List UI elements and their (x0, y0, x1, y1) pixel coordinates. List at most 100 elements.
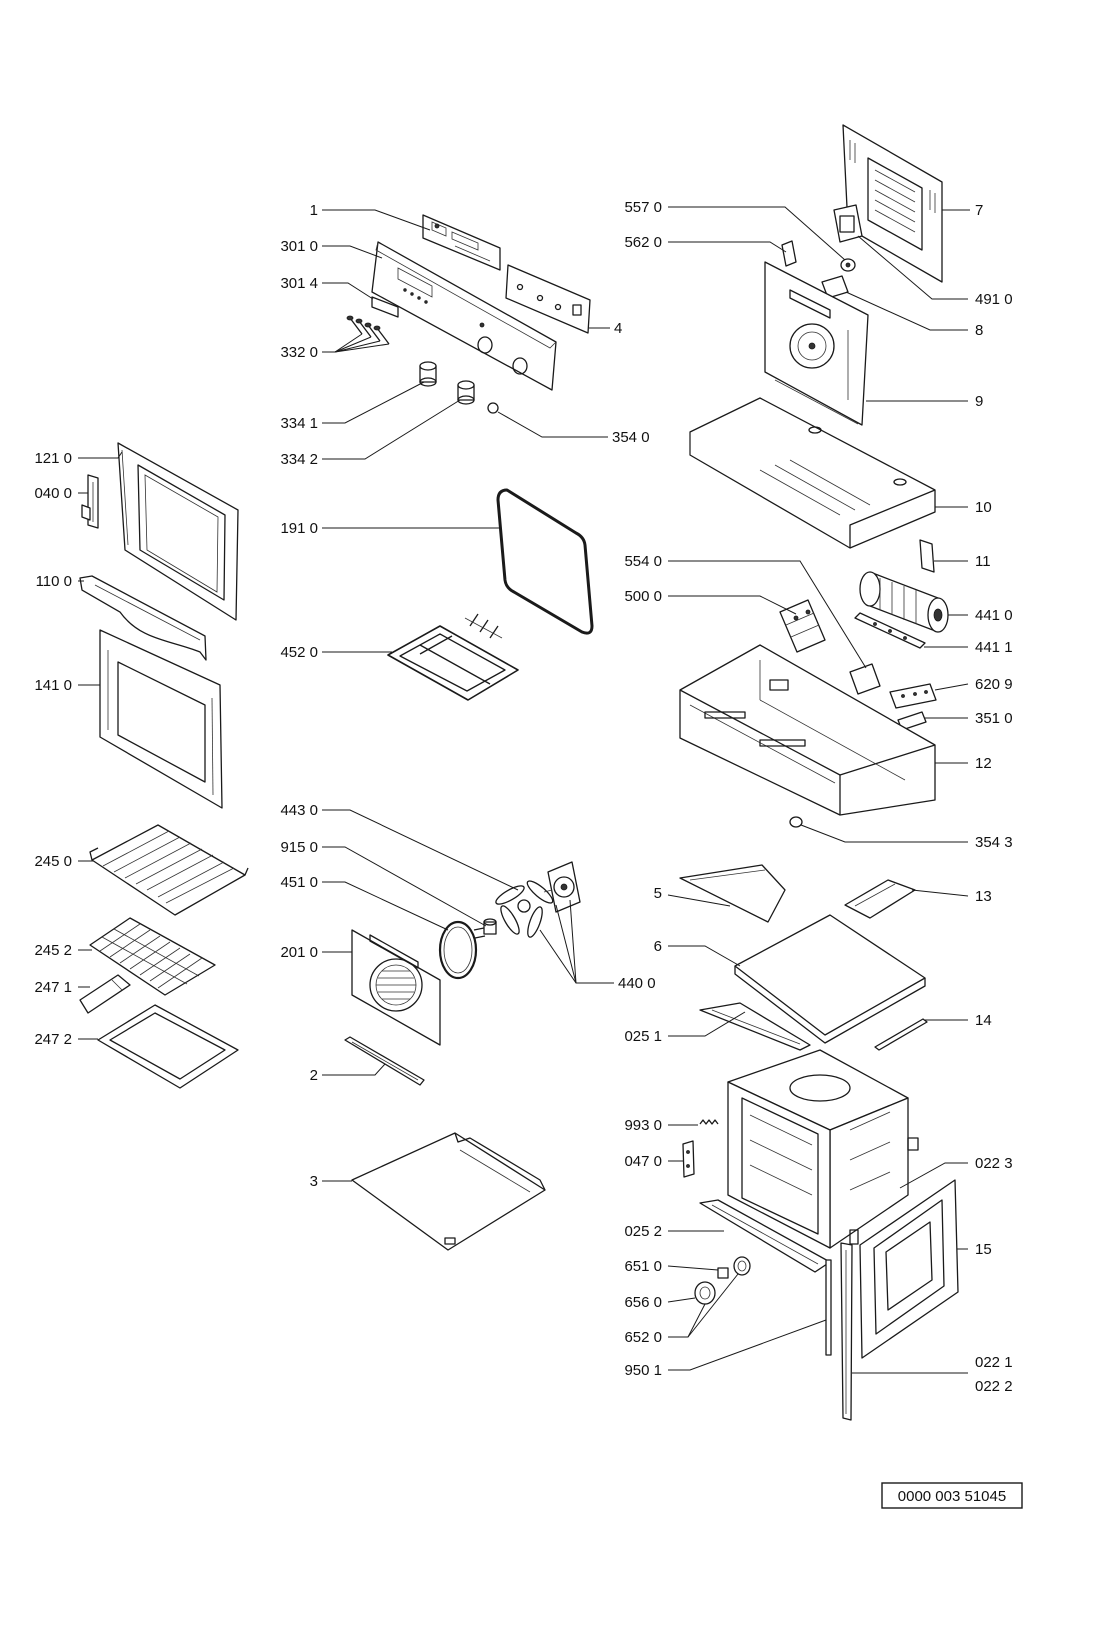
leader-554-0 (668, 560, 867, 669)
callout-950-1: 950 1 (624, 1362, 662, 1379)
callout-557-0: 557 0 (624, 199, 662, 216)
part-9-fan-wall (764, 261, 869, 426)
part-12-base-chassis (679, 644, 936, 816)
leader-651-0 (667, 1265, 719, 1271)
callout-554-0: 554 0 (624, 553, 662, 570)
callout-8: 8 (975, 322, 983, 339)
leader-557-0 (668, 206, 846, 261)
part-332-0-screws (346, 315, 390, 345)
leader-354-0 (497, 411, 608, 438)
callout-491-0: 491 0 (975, 291, 1013, 308)
callout-022-1: 022 1 (975, 1354, 1013, 1371)
callout-022-2: 022 2 (975, 1378, 1013, 1395)
part-2-strip (344, 1036, 425, 1086)
part-5-side-bracket (679, 864, 786, 923)
leader-500-0 (668, 595, 797, 615)
leader-2 (322, 1063, 386, 1076)
callout-245-2: 245 2 (34, 942, 72, 959)
leader-lines (78, 206, 970, 1374)
leader-121-0 (78, 451, 123, 459)
callout-245-0: 245 0 (34, 853, 72, 870)
callout-247-1: 247 1 (34, 979, 72, 996)
part-1-control-board (422, 214, 501, 271)
part-201-0-fan-cover (351, 929, 441, 1046)
leader-8 (845, 291, 968, 331)
part-4-panel-bracket (505, 264, 591, 334)
callout-500-0: 500 0 (624, 588, 662, 605)
part-11-clip (919, 539, 935, 573)
leader-6 (668, 945, 741, 967)
callout-4: 4 (614, 320, 622, 337)
part-554-0-relay (849, 663, 881, 695)
callout-247-2: 247 2 (34, 1031, 72, 1048)
part-13-strip (844, 879, 916, 919)
part-245-2-grill-rack (89, 917, 216, 996)
callout-620-9: 620 9 (975, 676, 1013, 693)
callout-1: 1 (310, 202, 318, 219)
callout-13: 13 (975, 888, 992, 905)
part-452-0-grill-element (387, 613, 519, 701)
leader-025-1 (668, 1011, 746, 1037)
part-950-1-strip (825, 1259, 832, 1356)
callout-040-0: 040 0 (34, 485, 72, 502)
leader-950-1 (668, 1319, 827, 1371)
leader-491-0 (857, 235, 968, 300)
part-141-0-outer-glass (99, 629, 223, 809)
leader-1 (322, 209, 431, 231)
callout-451-0: 451 0 (280, 874, 318, 891)
callout-441-0: 441 0 (975, 607, 1013, 624)
callout-334-2: 334 2 (280, 451, 318, 468)
part-121-0-door-frame (117, 442, 239, 621)
callout-2: 2 (310, 1067, 318, 1084)
leader-334-1 (322, 381, 425, 424)
callout-022-3: 022 3 (975, 1155, 1013, 1172)
callout-11: 11 (975, 553, 991, 570)
callout-443-0: 443 0 (280, 802, 318, 819)
callout-141-0: 141 0 (34, 677, 72, 694)
callout-993-0: 993 0 (624, 1117, 662, 1134)
part-652-0-knob (733, 1256, 751, 1276)
callout-351-0: 351 0 (975, 710, 1013, 727)
part-14-strip (874, 1018, 928, 1051)
part-110-0-door-handle (79, 575, 207, 661)
callout-9: 9 (975, 393, 983, 410)
part-6-insulation-plate (734, 914, 926, 1044)
callout-191-0: 191 0 (280, 520, 318, 537)
part-247-1-tray-handle (79, 974, 131, 1014)
leader-656-0 (667, 1297, 696, 1303)
leader-301-4 (322, 282, 374, 300)
part-443-0-fan-blade (495, 880, 554, 938)
part-047-0-hinge-receiver (682, 1140, 695, 1178)
part-oven-cavity (727, 1049, 919, 1249)
callout-656-0: 656 0 (624, 1294, 662, 1311)
leader-301-0 (322, 245, 383, 259)
part-354-3-button (789, 816, 803, 828)
part-440-0-fan-motor (543, 861, 581, 913)
callout-5: 5 (654, 885, 662, 902)
part-354-0-button (487, 402, 499, 414)
part-451-0-circular-element (438, 920, 486, 980)
callout-025-2: 025 2 (624, 1223, 662, 1240)
leader-915-0 (322, 846, 487, 927)
leader-334-2 (322, 399, 461, 460)
callout-452-0: 452 0 (280, 644, 318, 661)
part-245-0-wire-rack (89, 824, 249, 916)
part-441-0-cooling-fan (859, 571, 949, 633)
part-334-1-knob (419, 361, 437, 387)
part-651-0-knob-spindle (717, 1267, 729, 1279)
part-3-bottom-plate (351, 1132, 546, 1251)
leader-443-0 (322, 809, 519, 891)
callout-121-0: 121 0 (34, 450, 72, 467)
part-022-hinge-strip (840, 1242, 853, 1421)
callout-301-0: 301 0 (280, 238, 318, 255)
part-993-0-spring (699, 1119, 719, 1125)
callout-332-0: 332 0 (280, 344, 318, 361)
drawing-number-box: 0000 003 51045 (881, 1482, 1023, 1509)
callout-334-1: 334 1 (280, 415, 318, 432)
leader-354-3 (800, 824, 968, 843)
part-301-0-control-panel (371, 241, 557, 391)
callout-354-3: 354 3 (975, 834, 1013, 851)
leader-13 (911, 889, 969, 897)
leader-022-3 (899, 1162, 968, 1189)
